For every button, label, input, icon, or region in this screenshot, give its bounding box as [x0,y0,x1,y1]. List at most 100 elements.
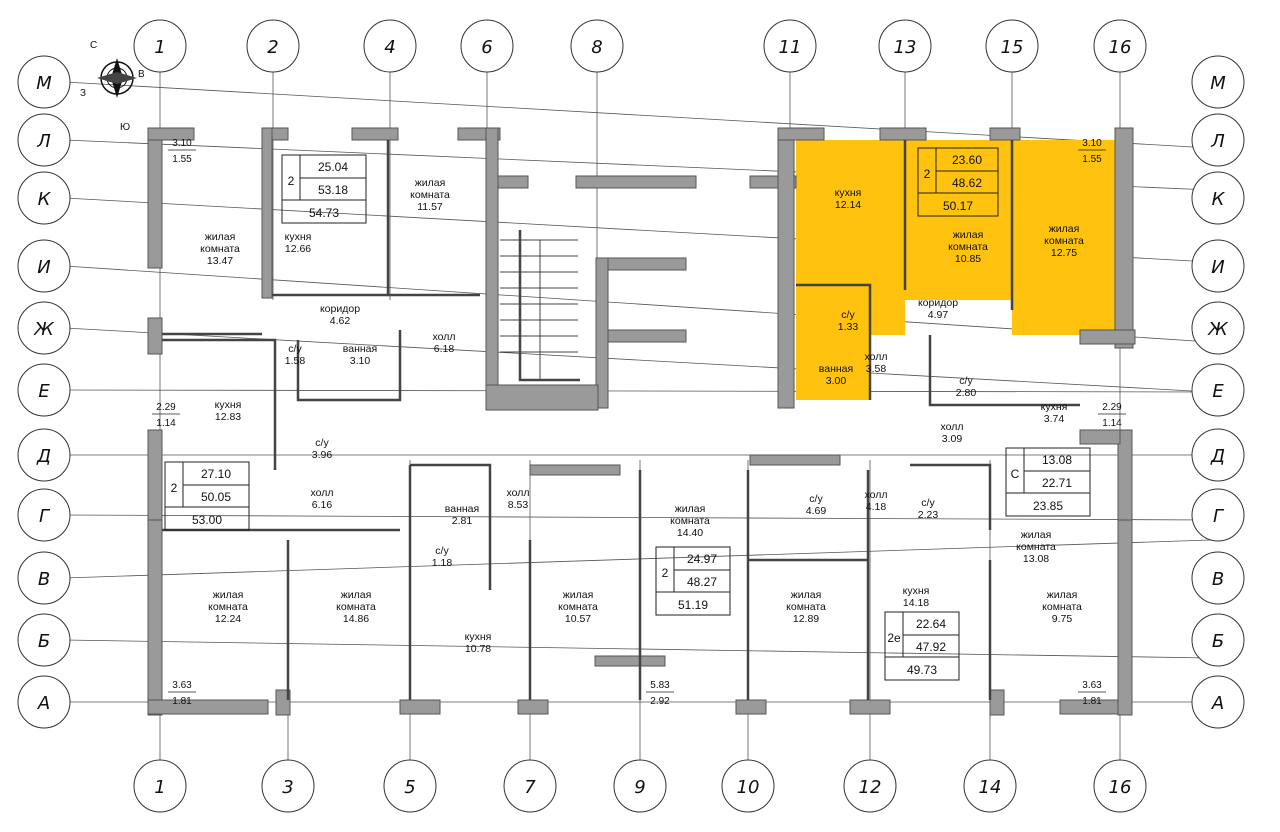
axis-marker-right-10: А [1191,675,1245,729]
axis-marker-top-8: 8 [570,19,624,73]
staircase [500,239,578,380]
axis-bubble-label: Л [36,131,51,152]
axis-marker-right-6: Д [1191,428,1245,482]
balcony-label: 2.291.14 [1098,402,1126,429]
axis-bubble-label: 10 [737,777,760,798]
axis-bubble-circle [1191,551,1245,605]
axis-bubble-circle [843,759,897,813]
axis-bubble-label: И [1211,257,1224,278]
axis-bubble-circle [261,759,315,813]
axis-bubble-label: 1 [154,37,165,58]
axis-bubble-circle [878,19,932,73]
axis-bubble-label: 6 [481,37,492,58]
axis-marker-left-5: Е [17,363,71,417]
axis-bubble-circle [17,675,71,729]
axis-bubble-circle [963,759,1017,813]
apartment-total-area: 48.62 [952,176,982,190]
axis-marker-right-8: В [1191,551,1245,605]
apartment-labels: 225.0453.1854.73227.1050.0553.00224.9748… [171,153,1073,677]
apartment-living-area: 23.60 [952,153,982,167]
highlighted-apartment [796,140,1118,400]
axis-bubble-circle [363,19,417,73]
axis-bubble-circle [1191,301,1245,355]
axis-marker-bottom-9: 9 [613,759,667,813]
axis-marker-right-7: Г [1191,488,1245,542]
apartment-rooms: 2 [288,174,295,188]
apartment-area-with-balcony: 49.73 [907,663,937,677]
axis-marker-right-5: Е [1191,363,1245,417]
axis-bubble-label: А [1211,693,1224,714]
walls [147,127,1136,716]
axis-marker-left-1: Л [17,113,71,167]
axis-bubble-label: 8 [591,37,602,58]
axis-bubble-circle [133,19,187,73]
apartment-total-area: 50.05 [201,490,231,504]
axis-marker-left-2: К [17,171,71,225]
axis-bubble-circle [17,113,71,167]
axis-bubble-label: Д [36,446,51,467]
balcony-area: 3.63 [1082,680,1102,691]
balcony-label: 3.63 1.81 [1078,680,1106,707]
balcony-reduced-area: 2.92 [650,696,670,707]
apartment-area-with-balcony: 53.00 [192,513,222,527]
axis-bubble-circle [17,301,71,355]
axis-bubble-label: 5 [404,777,415,798]
axis-marker-top-15: 15 [985,19,1039,73]
axis-marker-left-10: А [17,675,71,729]
apartment-total-area: 47.92 [916,640,946,654]
axis-bubble-label: Г [39,506,51,527]
balcony-label: 3.101.55 [168,138,196,165]
axis-bubble-label: Ж [33,319,54,340]
axis-marker-right-2: К [1191,171,1245,225]
axis-bubble-circle [1191,55,1245,109]
balcony-reduced-area: 1.14 [156,418,176,429]
apartment-rooms: 2е [887,631,901,645]
axis-marker-top-2: 2 [246,19,300,73]
axis-bubble-label: И [37,257,50,278]
axis-bubble-circle [1191,113,1245,167]
axis-bubble-circle [1093,759,1147,813]
axis-bubble-label: 9 [634,777,645,798]
axis-bubble-label: 16 [1109,777,1132,798]
axis-bubble-circle [133,759,187,813]
axis-bubble-label: Л [1210,131,1225,152]
axis-marker-bottom-14: 14 [963,759,1017,813]
axis-bubble-label: М [1210,73,1226,94]
axis-bubble-circle [17,551,71,605]
axis-marker-right-4: Ж [1191,301,1245,355]
axis-bubble-label: К [1212,189,1226,210]
axis-bubble-label: 16 [1109,37,1132,58]
axis-bubble-circle [1191,239,1245,293]
axis-marker-left-8: В [17,551,71,605]
balcony-reduced-area: 1.14 [1102,418,1122,429]
apartment-living-area: 24.97 [687,552,717,566]
balcony-reduced-area: 1.81 [1082,696,1102,707]
apartment-area-with-balcony: 54.73 [309,206,339,220]
axis-bubble-label: Д [1210,446,1225,467]
balcony-label: 3.631.81 [168,680,196,707]
axis-bubble-circle [17,55,71,109]
axis-marker-left-9: Б [17,613,71,667]
axis-marker-bottom-12: 12 [843,759,897,813]
